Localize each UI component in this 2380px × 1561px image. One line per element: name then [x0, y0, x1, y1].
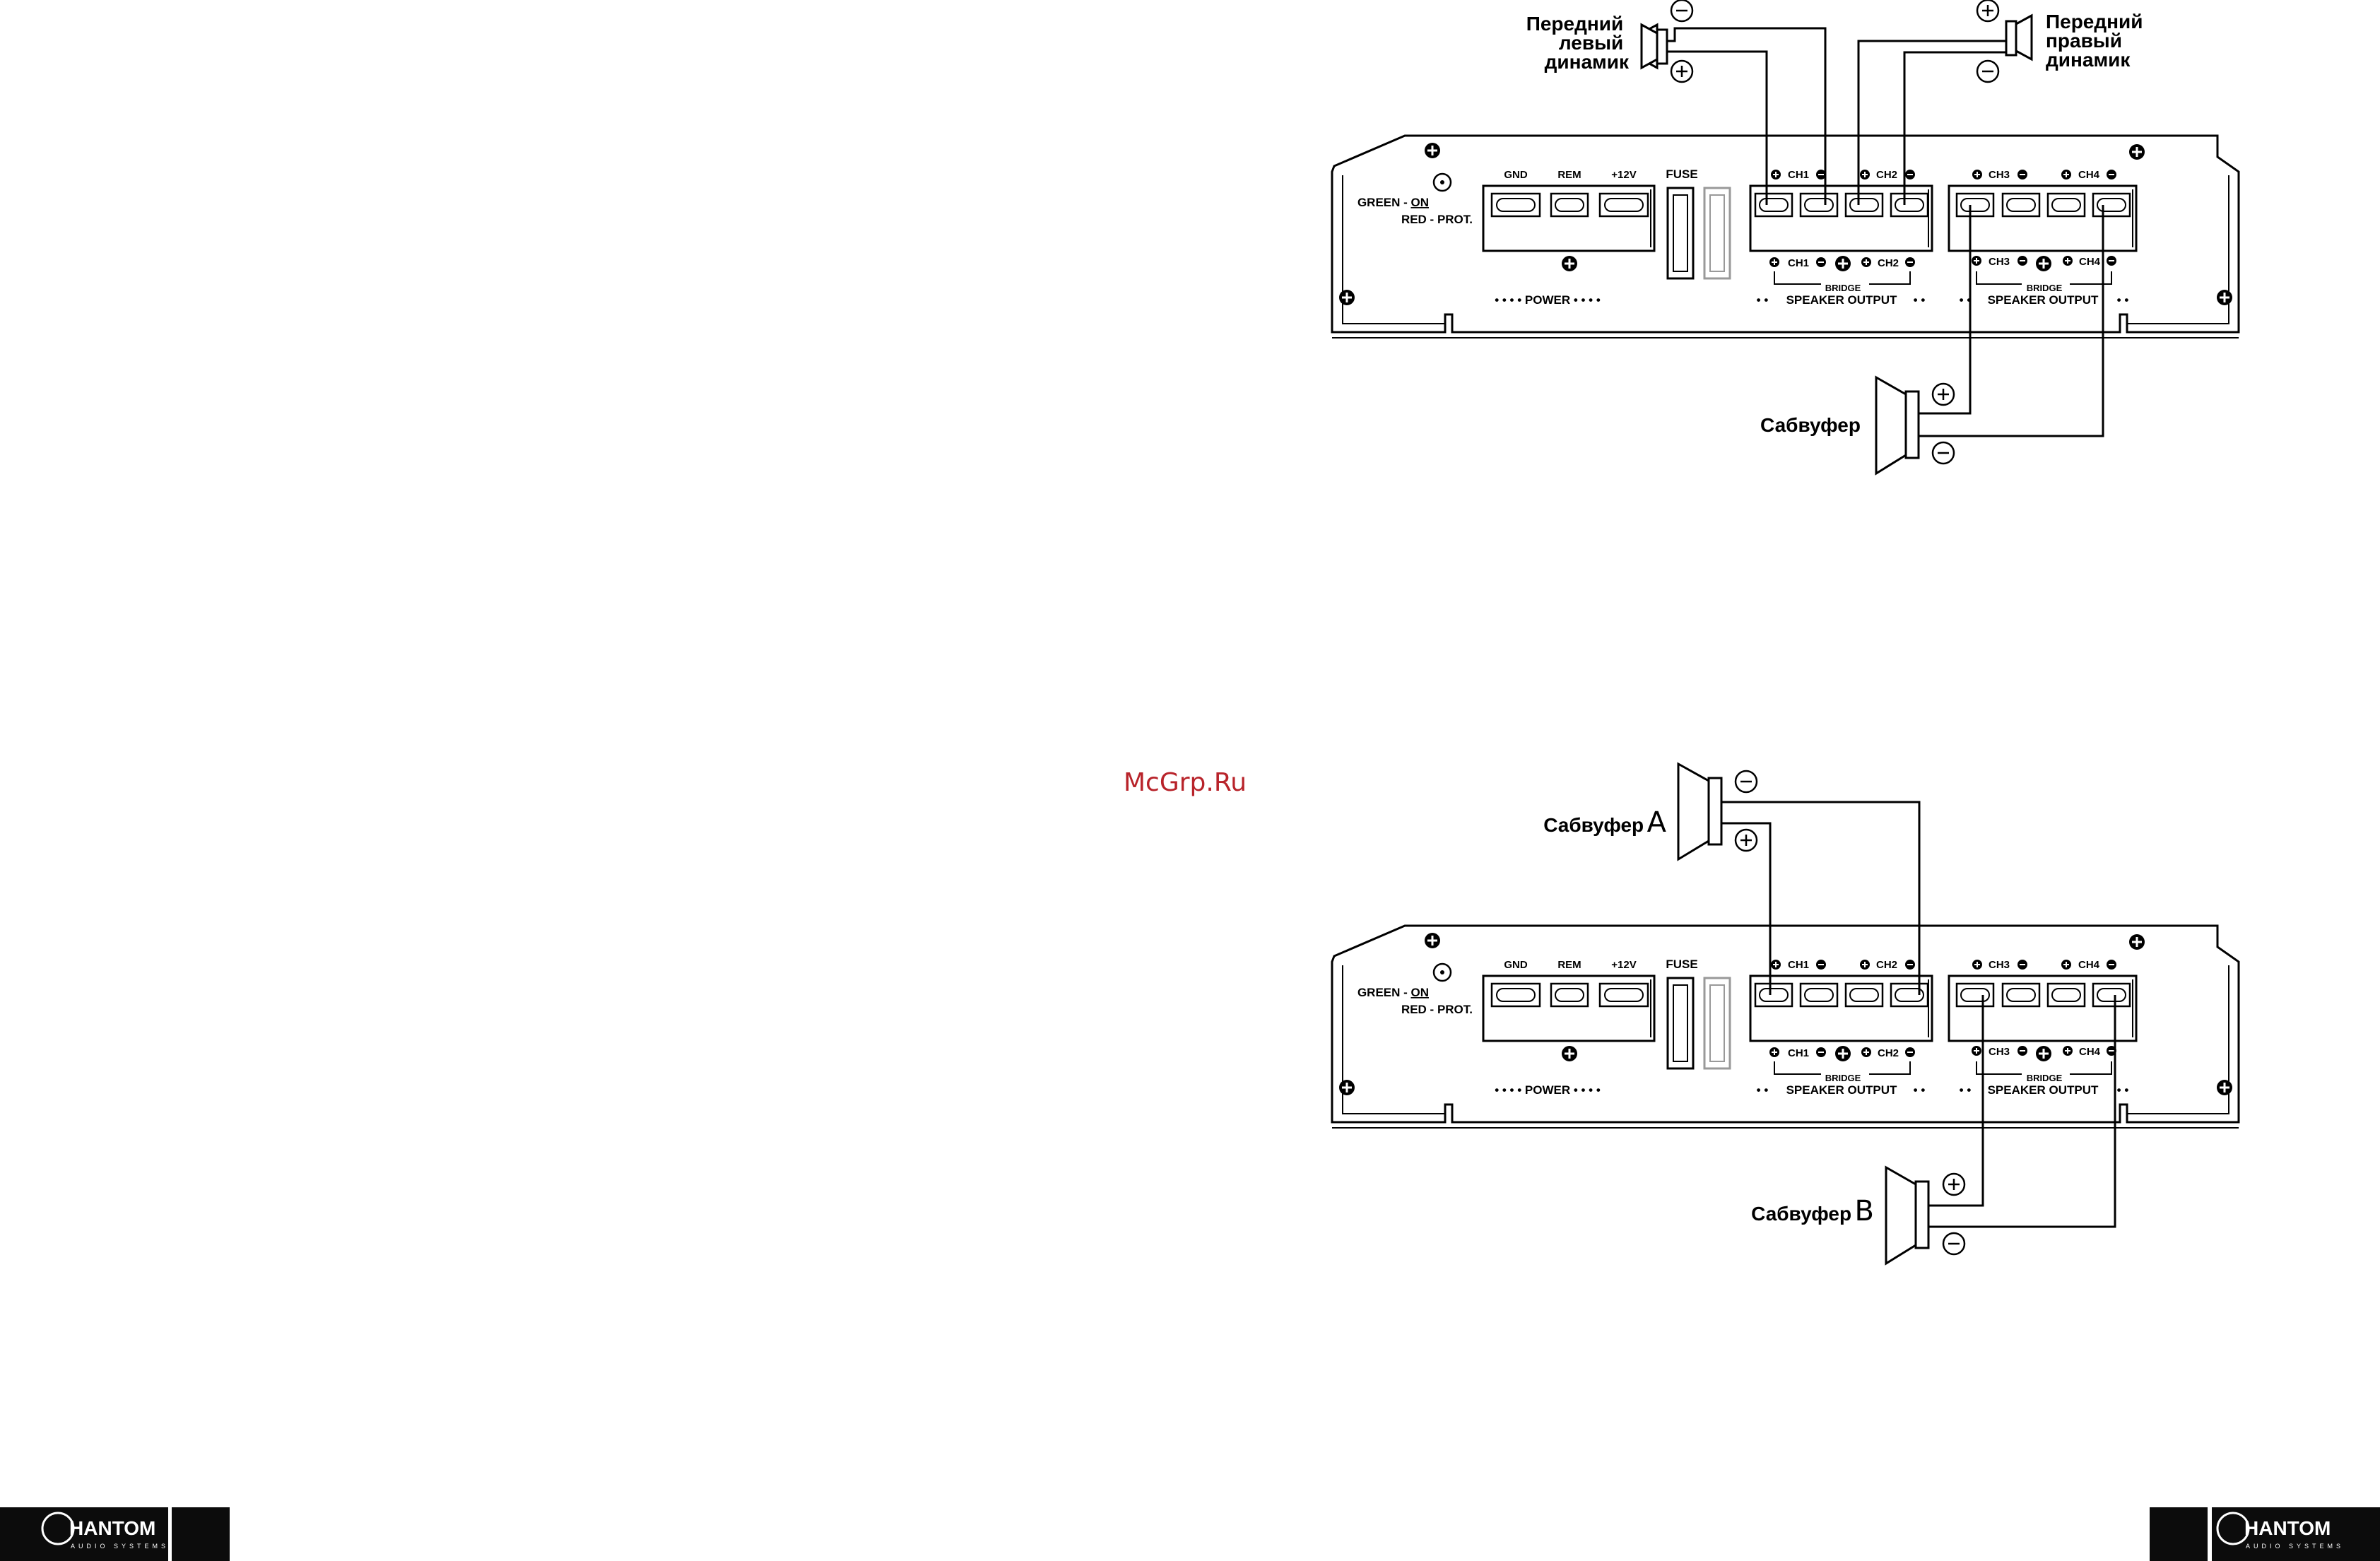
- brand-tagline-right: AUDIO SYSTEMS: [2246, 1543, 2344, 1550]
- ch1-bottom-label: CH1: [1788, 257, 1809, 269]
- ch2-top-label: CH2: [1876, 169, 1897, 181]
- v12-label: +12V: [1611, 169, 1636, 181]
- subwoofer-b: [1885, 1165, 1966, 1266]
- subwoofer-a: [1677, 762, 1758, 861]
- front-right-plus-icon: [1976, 0, 2000, 23]
- diagram-top: GREEN - ON RED - PROT. GND REM +12V FUSE…: [1332, 0, 2239, 476]
- subwoofer-b-label: Сабвуфер B: [1751, 1195, 1874, 1227]
- front-left-speaker: [1640, 0, 1694, 83]
- amplifier-bottom: [1332, 926, 2239, 1128]
- dots-2: • •: [1914, 293, 1926, 307]
- front-left-plus-icon: [1670, 59, 1694, 83]
- speaker-output-label-1: SPEAKER OUTPUT: [1786, 293, 1897, 307]
- subwoofer-a-plus-icon: [1734, 828, 1758, 852]
- brand-logo-icon: [41, 1512, 75, 1545]
- diagram-bottom: GREEN - ON RED - PROT. GND REM +12V FUSE…: [1332, 762, 2239, 1266]
- ch2-top-label-2: CH2: [1876, 959, 1897, 971]
- ch3-top-label: CH3: [1989, 169, 2010, 181]
- front-right-label: Передний правый динамик: [2046, 11, 2148, 71]
- front-left-minus-icon: [1670, 0, 1694, 23]
- rem-label: REM: [1557, 169, 1581, 181]
- ch1-bottom-label-2: CH1: [1788, 1047, 1809, 1059]
- gnd-label: GND: [1504, 169, 1528, 181]
- watermark-text: McGrp.Ru: [1124, 768, 1247, 797]
- ch3-top-label-2: CH3: [1989, 959, 2010, 971]
- amp-led-green-label: GREEN - ON: [1357, 196, 1429, 209]
- front-right-minus-icon: [1976, 59, 2000, 83]
- ch1-top-label-2: CH1: [1788, 959, 1809, 971]
- bridge-label-4: BRIDGE: [2027, 1073, 2063, 1083]
- subwoofer-minus-icon: [1931, 441, 1955, 465]
- bridge-label-2: BRIDGE: [2027, 283, 2063, 293]
- subwoofer-plus-icon: [1931, 382, 1955, 406]
- subwoofer-a-minus-icon: [1734, 770, 1758, 794]
- subwoofer-b-minus-icon: [1942, 1232, 1966, 1256]
- ch4-bottom-label: CH4: [2079, 256, 2101, 268]
- brand-tagline-left: AUDIO SYSTEMS: [71, 1543, 169, 1550]
- power-label-2: • • • • POWER • • • •: [1495, 1083, 1601, 1097]
- brand-name-left: HANTOM: [69, 1517, 155, 1539]
- subwoofer-top: [1875, 375, 1955, 476]
- footer-left: HANTOM AUDIO SYSTEMS: [0, 1507, 230, 1561]
- subwoofer-a-label: Сабвуфер A: [1543, 806, 1666, 839]
- brand-logo-icon-right: [2216, 1512, 2250, 1545]
- v12-label-2: +12V: [1611, 959, 1636, 971]
- amp-led-red-label: RED - PROT.: [1401, 213, 1473, 226]
- amp-led-green-label-2: GREEN - ON: [1357, 986, 1429, 999]
- dots-8: • •: [2117, 1083, 2129, 1097]
- ch3-bottom-label-2: CH3: [1989, 1046, 2010, 1058]
- dots-1: • •: [1757, 293, 1769, 307]
- ch4-top-label-2: CH4: [2078, 959, 2100, 971]
- ch2-bottom-label-2: CH2: [1878, 1047, 1899, 1059]
- rem-label-2: REM: [1557, 959, 1581, 971]
- dots-4: • •: [2117, 293, 2129, 307]
- gnd-label-2: GND: [1504, 959, 1528, 971]
- front-left-label: Передний левый динамик: [1526, 13, 1630, 73]
- bridge-label-1: BRIDGE: [1825, 283, 1861, 293]
- power-label: • • • • POWER • • • •: [1495, 293, 1601, 307]
- ch4-bottom-label-2: CH4: [2079, 1046, 2101, 1058]
- dots-6: • •: [1914, 1083, 1926, 1097]
- wires-bottom: [1721, 801, 2116, 1228]
- ch3-bottom-label: CH3: [1989, 256, 2010, 268]
- fuse-label-2: FUSE: [1666, 958, 1697, 971]
- dots-5: • •: [1757, 1083, 1769, 1097]
- ch1-top-label: CH1: [1788, 169, 1809, 181]
- bridge-label-3: BRIDGE: [1825, 1073, 1861, 1083]
- wires-top: [1667, 27, 2104, 437]
- dots-7: • •: [1960, 1083, 1972, 1097]
- brand-name-right: HANTOM: [2244, 1517, 2331, 1539]
- amp-led-red-label-2: RED - PROT.: [1401, 1003, 1473, 1016]
- speaker-output-label-3: SPEAKER OUTPUT: [1786, 1083, 1897, 1097]
- footer-right: HANTOM AUDIO SYSTEMS: [2150, 1507, 2380, 1561]
- subwoofer-top-label: Сабвуфер: [1760, 414, 1861, 436]
- front-right-speaker: [1976, 0, 2033, 83]
- speaker-output-label-2: SPEAKER OUTPUT: [1988, 293, 2099, 307]
- dots-3: • •: [1960, 293, 1972, 307]
- fuse-label: FUSE: [1666, 167, 1697, 181]
- subwoofer-b-plus-icon: [1942, 1172, 1966, 1196]
- ch4-top-label: CH4: [2078, 169, 2100, 181]
- ch2-bottom-label: CH2: [1878, 257, 1899, 269]
- speaker-output-label-4: SPEAKER OUTPUT: [1988, 1083, 2099, 1097]
